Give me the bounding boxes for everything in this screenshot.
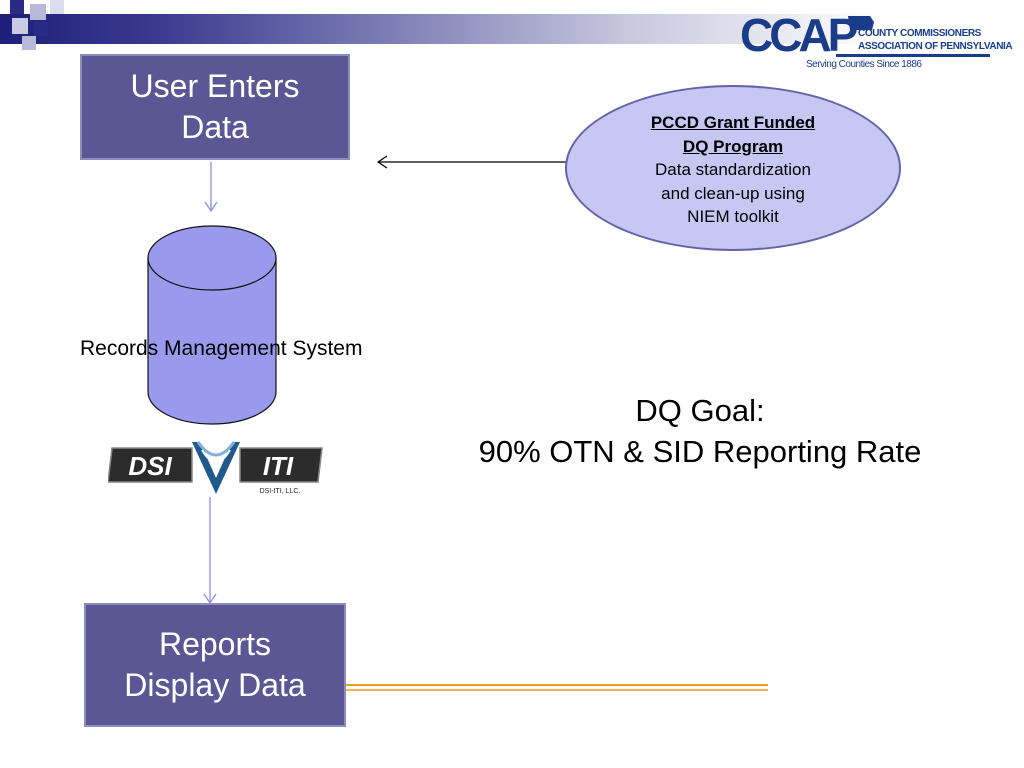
- reports-box-line1: Reports: [158, 626, 272, 662]
- ccap-org-line1: COUNTY COMMISSIONERS: [858, 28, 981, 39]
- user-enters-data-box: User Enters Data: [80, 54, 350, 160]
- goal-line2: 90% OTN & SID Reporting Rate: [478, 434, 922, 469]
- header-square-decoration: [34, 22, 48, 36]
- dq-program-callout: PCCD Grant Funded DQ Program Data standa…: [565, 85, 901, 251]
- dsi-logo-caption: DSI-ITI, LLC.: [260, 488, 301, 495]
- database-cylinder: [147, 225, 277, 425]
- header-square-decoration: [10, 0, 24, 14]
- user-box-line1: User Enters: [130, 68, 300, 104]
- ccap-logo: CCAP COUNTY COMMISSIONERS ASSOCIATION OF…: [740, 8, 1013, 74]
- callout-body-line3: NIEM toolkit: [687, 207, 779, 226]
- reports-display-data-box: Reports Display Data: [84, 603, 346, 727]
- ccap-rule: [836, 54, 990, 57]
- header-square-decoration: [50, 0, 64, 14]
- dsi-logo-left-text: DSI: [128, 451, 172, 481]
- callout-body-line1: Data standardization: [655, 160, 811, 179]
- user-box-line2: Data: [181, 109, 249, 145]
- ccap-logo-mark: CCAP: [740, 9, 858, 61]
- dq-goal-text: DQ Goal: 90% OTN & SID Reporting Rate: [440, 390, 960, 472]
- arrowhead-user-to-database: [204, 201, 218, 213]
- ccap-tagline: Serving Counties Since 1886: [806, 59, 922, 70]
- records-management-system-label: Records Management System: [80, 337, 363, 360]
- header-band: [0, 14, 880, 44]
- pennsylvania-shape-icon: [848, 16, 874, 30]
- dsi-logo-right-text: ITI: [263, 451, 294, 481]
- dsi-iti-logo: DSI ITI DSI-ITI, LLC.: [107, 438, 324, 498]
- header-square-decoration: [12, 18, 28, 34]
- goal-line1: DQ Goal:: [635, 393, 765, 428]
- arrowhead-callout-to-left: [376, 155, 388, 169]
- callout-title-line2: DQ Program: [682, 136, 784, 156]
- header-square-decoration: [30, 4, 46, 20]
- reports-box-line2: Display Data: [124, 667, 306, 703]
- ccap-org-line2: ASSOCIATION OF PENNSYLVANIA: [858, 41, 1013, 52]
- callout-title-line1: PCCD Grant Funded: [650, 113, 816, 132]
- callout-body-line2: and clean-up using: [661, 183, 805, 203]
- header-square-decoration: [22, 36, 36, 50]
